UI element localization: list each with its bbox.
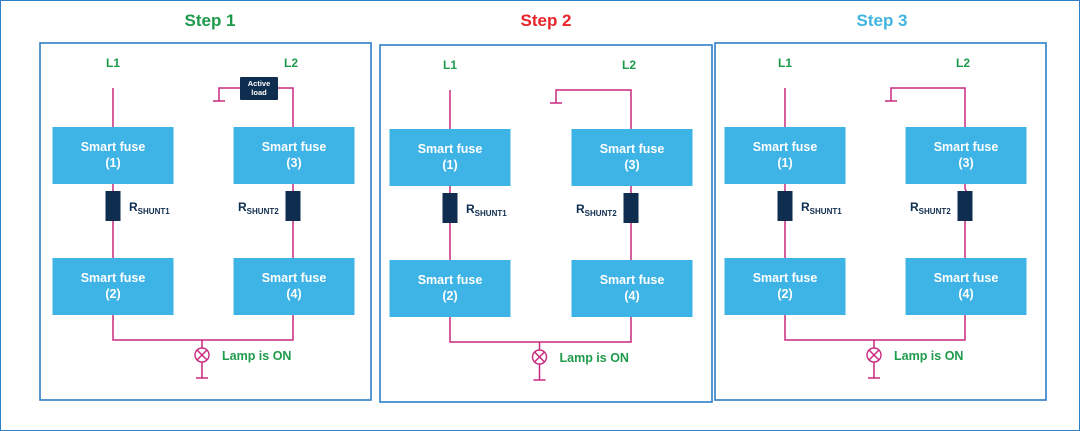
wire-bottom-bus [449, 317, 632, 343]
smart-fuse-label: Smart fuse [934, 271, 999, 285]
shunt-label-1: RSHUNT1 [466, 202, 507, 218]
shunt-resistor-2 [957, 191, 973, 221]
smart-fuse-label: Smart fuse [262, 140, 327, 154]
smart-fuse-number: (2) [777, 287, 792, 301]
smart-fuse-3 [905, 127, 1027, 184]
line-label-l1: L1 [106, 56, 120, 70]
lamp-status-label: Lamp is ON [222, 349, 291, 363]
wire-l2-feed [890, 87, 966, 127]
smart-fuse-label: Smart fuse [418, 273, 483, 287]
smart-fuse-label: Smart fuse [753, 271, 818, 285]
shunt-label-1: RSHUNT1 [801, 200, 842, 216]
smart-fuse-number: (3) [286, 156, 301, 170]
shunt-label-2: RSHUNT2 [576, 202, 617, 218]
step-title: Step 3 [856, 11, 907, 30]
smart-fuse-label: Smart fuse [418, 142, 483, 156]
smart-fuse-1 [389, 129, 511, 186]
smart-fuse-2 [389, 260, 511, 317]
smart-fuse-number: (3) [624, 158, 639, 172]
line-label-l2: L2 [956, 56, 970, 70]
smart-fuse-number: (3) [958, 156, 973, 170]
smart-fuse-4 [233, 258, 355, 315]
step-title: Step 2 [520, 11, 571, 30]
shunt-label-2-sub: SHUNT2 [585, 209, 618, 218]
shunt-resistor-2 [285, 191, 301, 221]
smart-fuse-number: (1) [777, 156, 792, 170]
lamp-icon [531, 342, 548, 381]
shunt-resistor-1 [777, 191, 793, 221]
smart-fuse-number: (1) [442, 158, 457, 172]
wire-l2-feed [555, 89, 632, 129]
smart-fuse-number: (1) [105, 156, 120, 170]
line-label-l1: L1 [778, 56, 792, 70]
smart-fuse-label: Smart fuse [753, 140, 818, 154]
shunt-label-2-sub: SHUNT2 [247, 207, 280, 216]
shunt-label-1-sub: SHUNT1 [475, 209, 508, 218]
lamp-status-label: Lamp is ON [894, 349, 963, 363]
smart-fuse-number: (2) [442, 289, 457, 303]
smart-fuse-1 [52, 127, 174, 184]
smart-fuse-label: Smart fuse [600, 142, 665, 156]
active-load-box [240, 77, 278, 100]
line-label-l2: L2 [622, 58, 636, 72]
step-title: Step 1 [184, 11, 235, 30]
active-load-label: Active [248, 79, 271, 88]
line-label-l2: L2 [284, 56, 298, 70]
lamp-icon [866, 340, 882, 379]
smart-fuse-label: Smart fuse [81, 140, 146, 154]
panel-frame [379, 44, 713, 403]
smart-fuse-number: (4) [958, 287, 973, 301]
smart-fuse-2 [52, 258, 174, 315]
smart-fuse-3 [571, 129, 693, 186]
shunt-label-2: RSHUNT2 [910, 200, 951, 216]
smart-fuse-label: Smart fuse [934, 140, 999, 154]
smart-fuse-4 [571, 260, 693, 317]
wire-bottom-bus [784, 315, 966, 341]
smart-fuse-number: (2) [105, 287, 120, 301]
shunt-resistor-2 [623, 193, 639, 223]
wire-bottom-bus [112, 315, 294, 341]
shunt-label-1-sub: SHUNT1 [138, 207, 171, 216]
panel-frame [39, 42, 372, 401]
shunt-resistor-1 [105, 191, 121, 221]
smart-fuse-2 [724, 258, 846, 315]
shunt-resistor-1 [442, 193, 458, 223]
line-label-l1: L1 [443, 58, 457, 72]
smart-fuse-3 [233, 127, 355, 184]
smart-fuse-label: Smart fuse [81, 271, 146, 285]
smart-fuse-number: (4) [286, 287, 301, 301]
shunt-label-2: RSHUNT2 [238, 200, 279, 216]
lamp-icon [194, 340, 210, 379]
shunt-label-2-sub: SHUNT2 [919, 207, 952, 216]
shunt-label-1-sub: SHUNT1 [810, 207, 843, 216]
smart-fuse-1 [724, 127, 846, 184]
smart-fuse-label: Smart fuse [600, 273, 665, 287]
lamp-status-label: Lamp is ON [560, 351, 629, 365]
smart-fuse-label: Smart fuse [262, 271, 327, 285]
active-load-label: load [251, 88, 267, 97]
panel-frame [714, 42, 1047, 401]
shunt-label-1: RSHUNT1 [129, 200, 170, 216]
smart-fuse-4 [905, 258, 1027, 315]
smart-fuse-number: (4) [624, 289, 639, 303]
